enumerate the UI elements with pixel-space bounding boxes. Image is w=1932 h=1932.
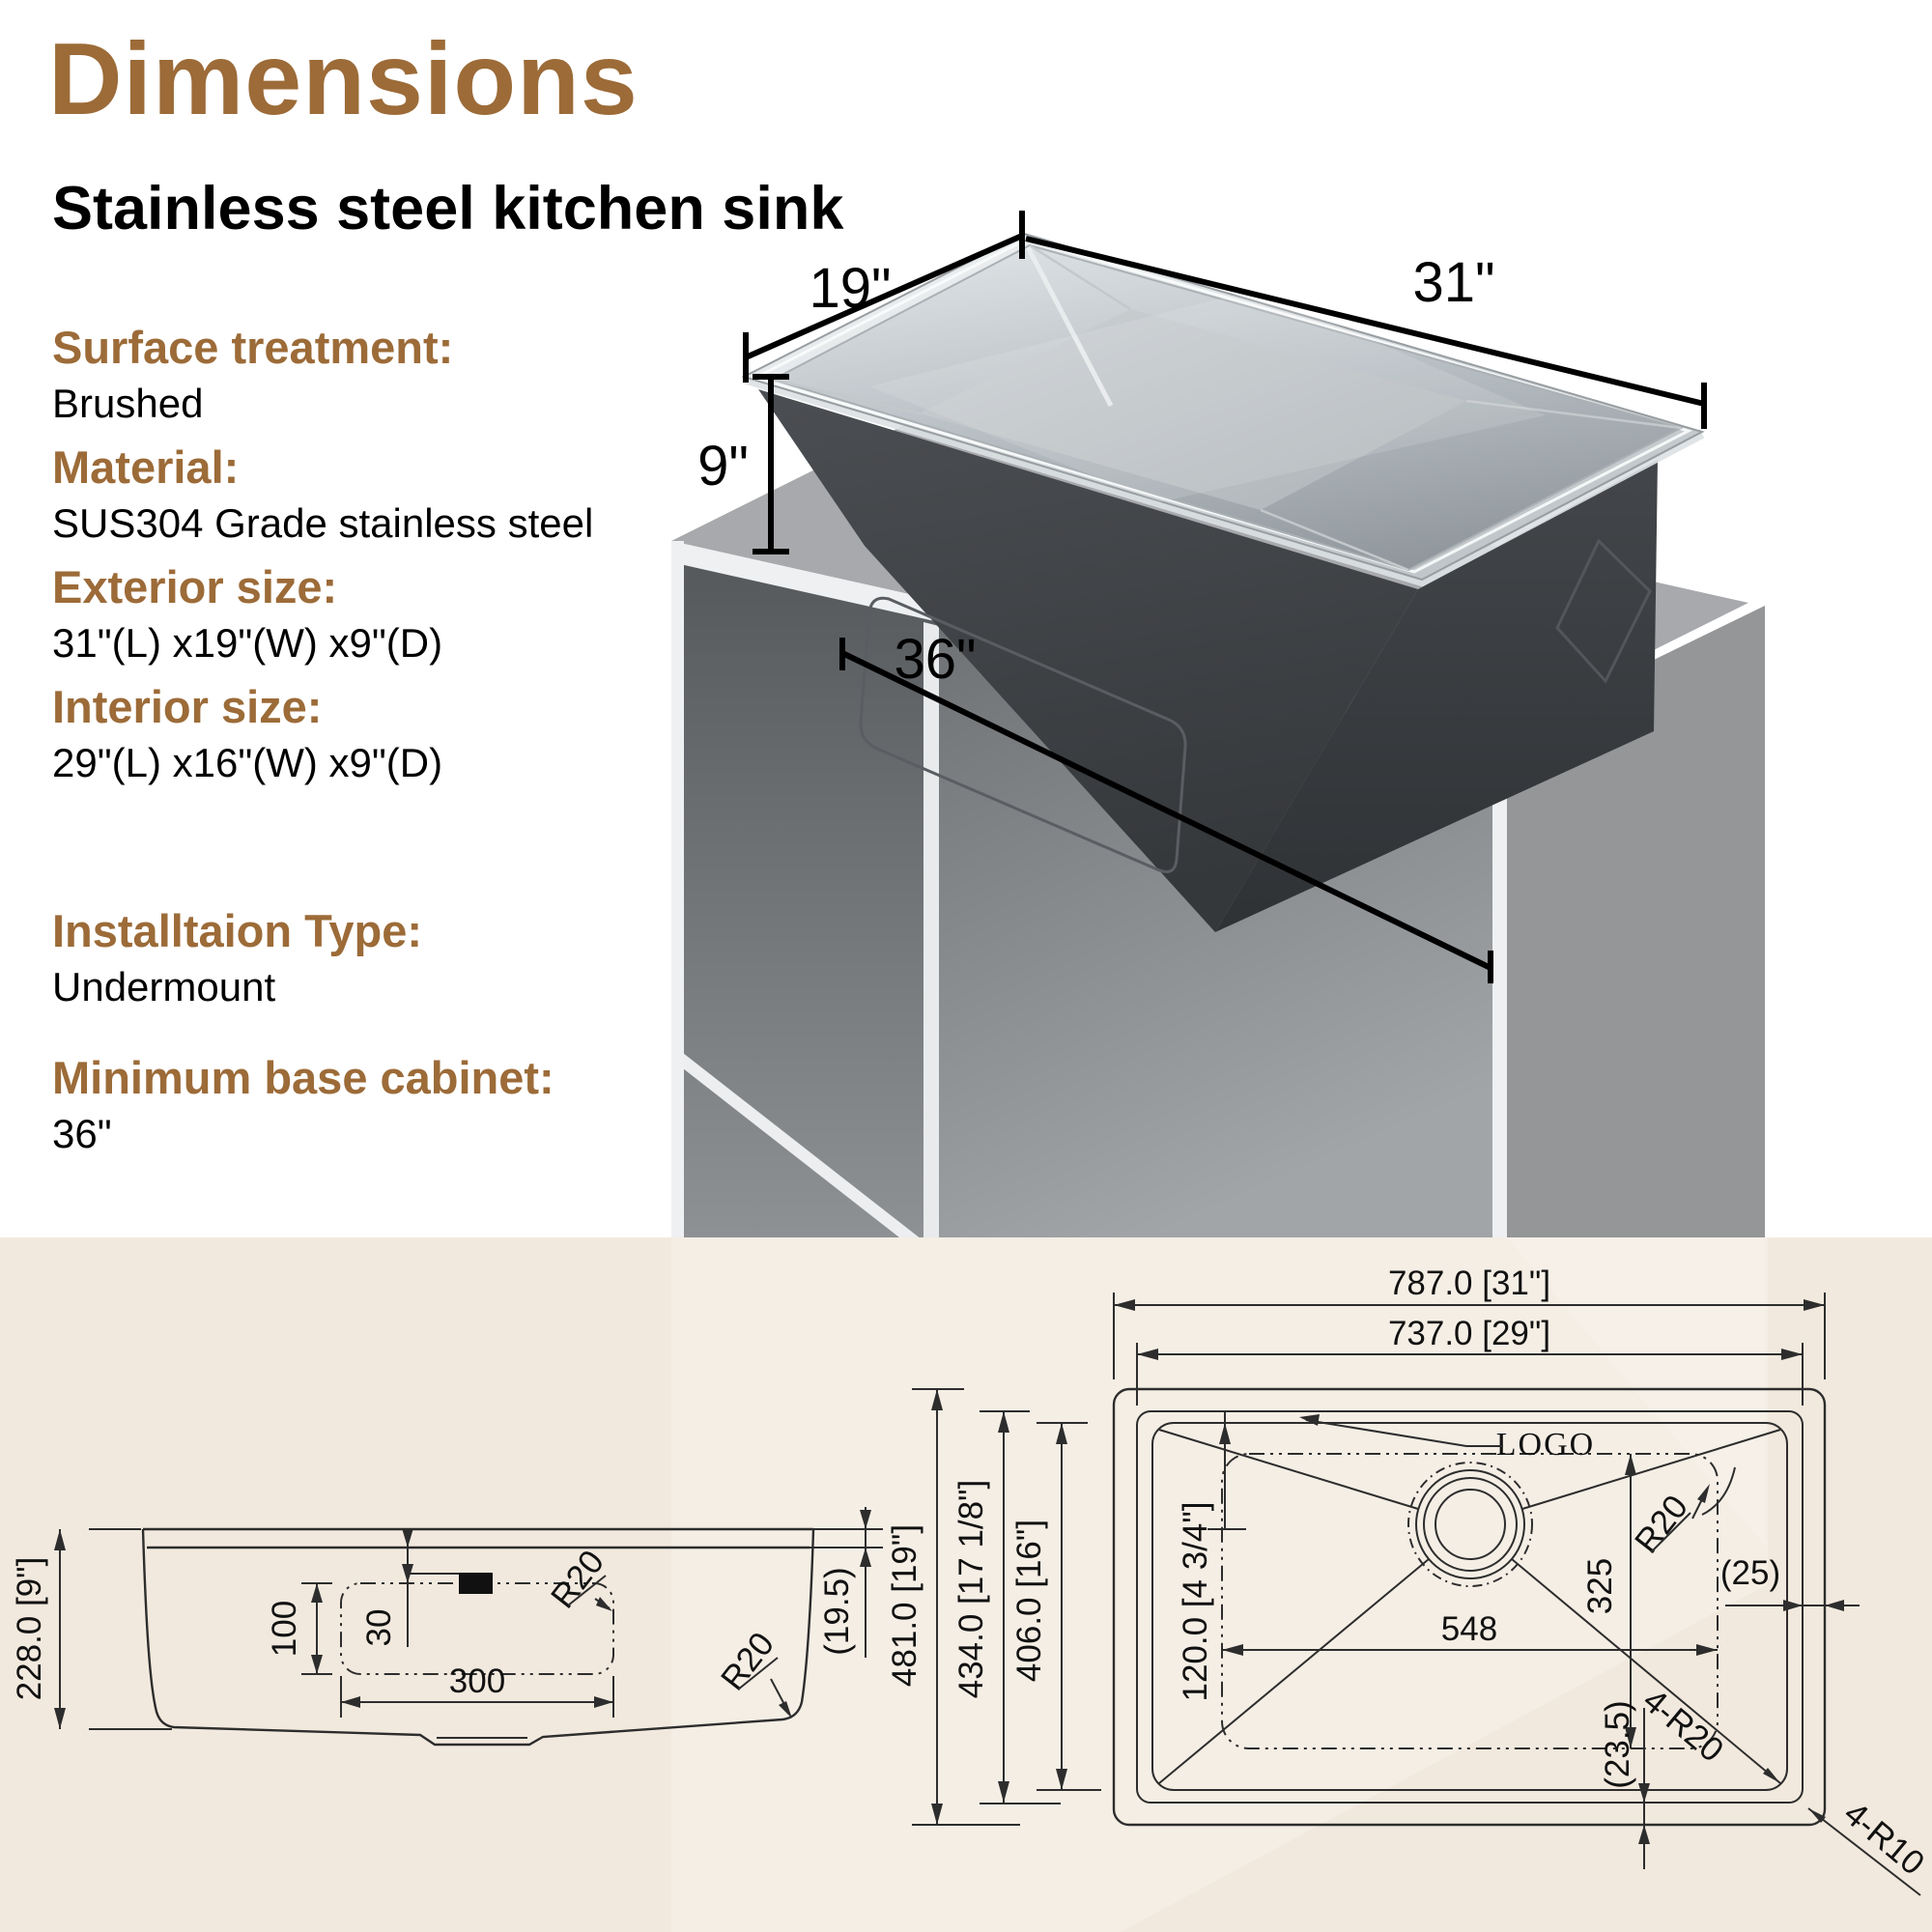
spec-value: SUS304 Grade stainless steel <box>52 500 594 546</box>
leader-line <box>1807 1807 1921 1896</box>
spec-material: Material: SUS304 Grade stainless steel <box>52 444 593 544</box>
sink-body <box>742 374 1705 932</box>
sink-body-front-face <box>758 389 1418 932</box>
dim-label-pad-height: 100 <box>266 1601 303 1657</box>
spec-value: Brushed <box>52 381 204 426</box>
cross-line <box>1511 1558 1781 1784</box>
drawing-background <box>0 1237 1932 1932</box>
dim-label-outer-width: 481.0 [19"] <box>886 1524 923 1687</box>
page-title: Dimensions <box>48 22 639 136</box>
dim-label-overall-depth: 228.0 [9"] <box>11 1557 48 1701</box>
spec-value: 29"(L) x16"(W) x9"(D) <box>52 740 443 785</box>
dim-label-depth: 9" <box>697 435 749 497</box>
leader-line <box>1305 1419 1503 1447</box>
drain-circle <box>1415 1469 1525 1579</box>
cross-line <box>1521 1429 1781 1510</box>
dim-label-drain-offset: 120.0 [4 3/4"] <box>1177 1501 1214 1701</box>
bowl-back-corner-streak <box>1025 245 1114 408</box>
spec-label: Exterior size: <box>52 561 338 612</box>
spec-installation-type: Installtaion Type: Undermount <box>52 908 422 1008</box>
dim-line-36 <box>840 650 1492 971</box>
leader-arc <box>1701 1466 1736 1516</box>
bowl-corner-edge <box>1029 243 1131 311</box>
sink-body-diamond-detail <box>1555 538 1652 684</box>
dim-label-pad-width: 300 <box>449 1662 505 1700</box>
plan-rim-rect <box>1136 1410 1804 1804</box>
sink-body-right-face <box>1215 460 1658 932</box>
spec-min-base-cabinet: Minimum base cabinet: 36" <box>52 1055 554 1154</box>
plan-outer-rect <box>1112 1387 1827 1827</box>
spec-value: Undermount <box>52 964 276 1009</box>
cross-line <box>1158 1558 1430 1784</box>
logo-label: LOGO <box>1496 1427 1595 1463</box>
bowl-floor <box>920 309 1466 510</box>
spec-label: Material: <box>52 441 240 493</box>
dim-label-rim-gap: (25) <box>1720 1554 1780 1592</box>
dim-line-31 <box>1025 236 1705 407</box>
dim-label-pad-offset: 30 <box>360 1609 398 1647</box>
drain-circle <box>1435 1489 1506 1560</box>
dim-label-rim-width: 434.0 [17 1/8"] <box>952 1480 990 1699</box>
label-underline <box>737 1657 779 1690</box>
cross-line <box>1158 1429 1419 1510</box>
sink-bowl <box>741 232 1705 582</box>
bowl-sheen <box>869 290 1546 502</box>
drain-circle-dashed <box>1407 1462 1533 1587</box>
page-subtitle: Stainless steel kitchen sink <box>52 175 844 242</box>
rim-highlight <box>751 238 1693 574</box>
spec-label: Interior size: <box>52 681 323 732</box>
dim-label-length: 31" <box>1412 251 1494 314</box>
cabinet-divider <box>923 622 939 1237</box>
drain-circle <box>1423 1477 1518 1572</box>
dim-label-bottom-gap: (23.5) <box>1599 1700 1636 1788</box>
spec-surface-treatment: Surface treatment: Brushed <box>52 325 453 424</box>
cabinet-left-edge <box>671 541 684 1241</box>
dim-label-outer-length: 787.0 [31"] <box>1388 1264 1550 1302</box>
side-pad-marker <box>459 1573 493 1594</box>
plan-pad-dashed <box>1221 1453 1719 1749</box>
label-underline <box>567 1575 607 1606</box>
dim-label-rim-thickness: (19.5) <box>818 1567 856 1655</box>
dim-label-cabinet: 36" <box>894 628 976 691</box>
cabinet-right-edge <box>1492 724 1507 1237</box>
dim-label-drain-span-x: 548 <box>1441 1610 1497 1648</box>
rim-underside-highlight <box>742 374 1705 587</box>
bowl-corner-edge <box>772 378 921 415</box>
spec-label: Installtaion Type: <box>52 905 422 956</box>
technical-drawings: 228.0 [9"] 100 30 300 R20 R20 <box>0 1237 1932 1932</box>
label-underline <box>1650 1512 1691 1553</box>
hero-dimensions: 19" 31" 9" 36" <box>697 211 1707 983</box>
dim-label-inner-length: 737.0 [29"] <box>1388 1315 1550 1352</box>
sink-body-recess-panel <box>859 596 1187 873</box>
dim-label-width: 19" <box>809 257 891 320</box>
spec-label: Surface treatment: <box>52 322 454 373</box>
spec-value: 36" <box>52 1111 112 1156</box>
spec-label: Minimum base cabinet: <box>52 1052 554 1103</box>
sink-3d-render: 19" 31" 9" 36" <box>671 211 1765 1241</box>
bowl-corner-edge <box>1260 508 1409 572</box>
spec-exterior-size: Exterior size: 31"(L) x19"(W) x9"(D) <box>52 564 442 664</box>
spec-interior-size: Interior size: 29"(L) x16"(W) x9"(D) <box>52 684 442 783</box>
cabinet-shelf-edge <box>683 1053 924 1241</box>
dim-line-19 <box>744 233 1024 360</box>
dim-label-bowl-width: 406.0 [16"] <box>1010 1520 1048 1682</box>
spec-value: 31"(L) x19"(W) x9"(D) <box>52 620 443 666</box>
bowl-corner-edge <box>1465 399 1682 430</box>
dim-label-drain-span-y: 325 <box>1581 1558 1619 1614</box>
side-outline <box>141 1528 815 1747</box>
background-ghost <box>1507 1237 1765 1546</box>
